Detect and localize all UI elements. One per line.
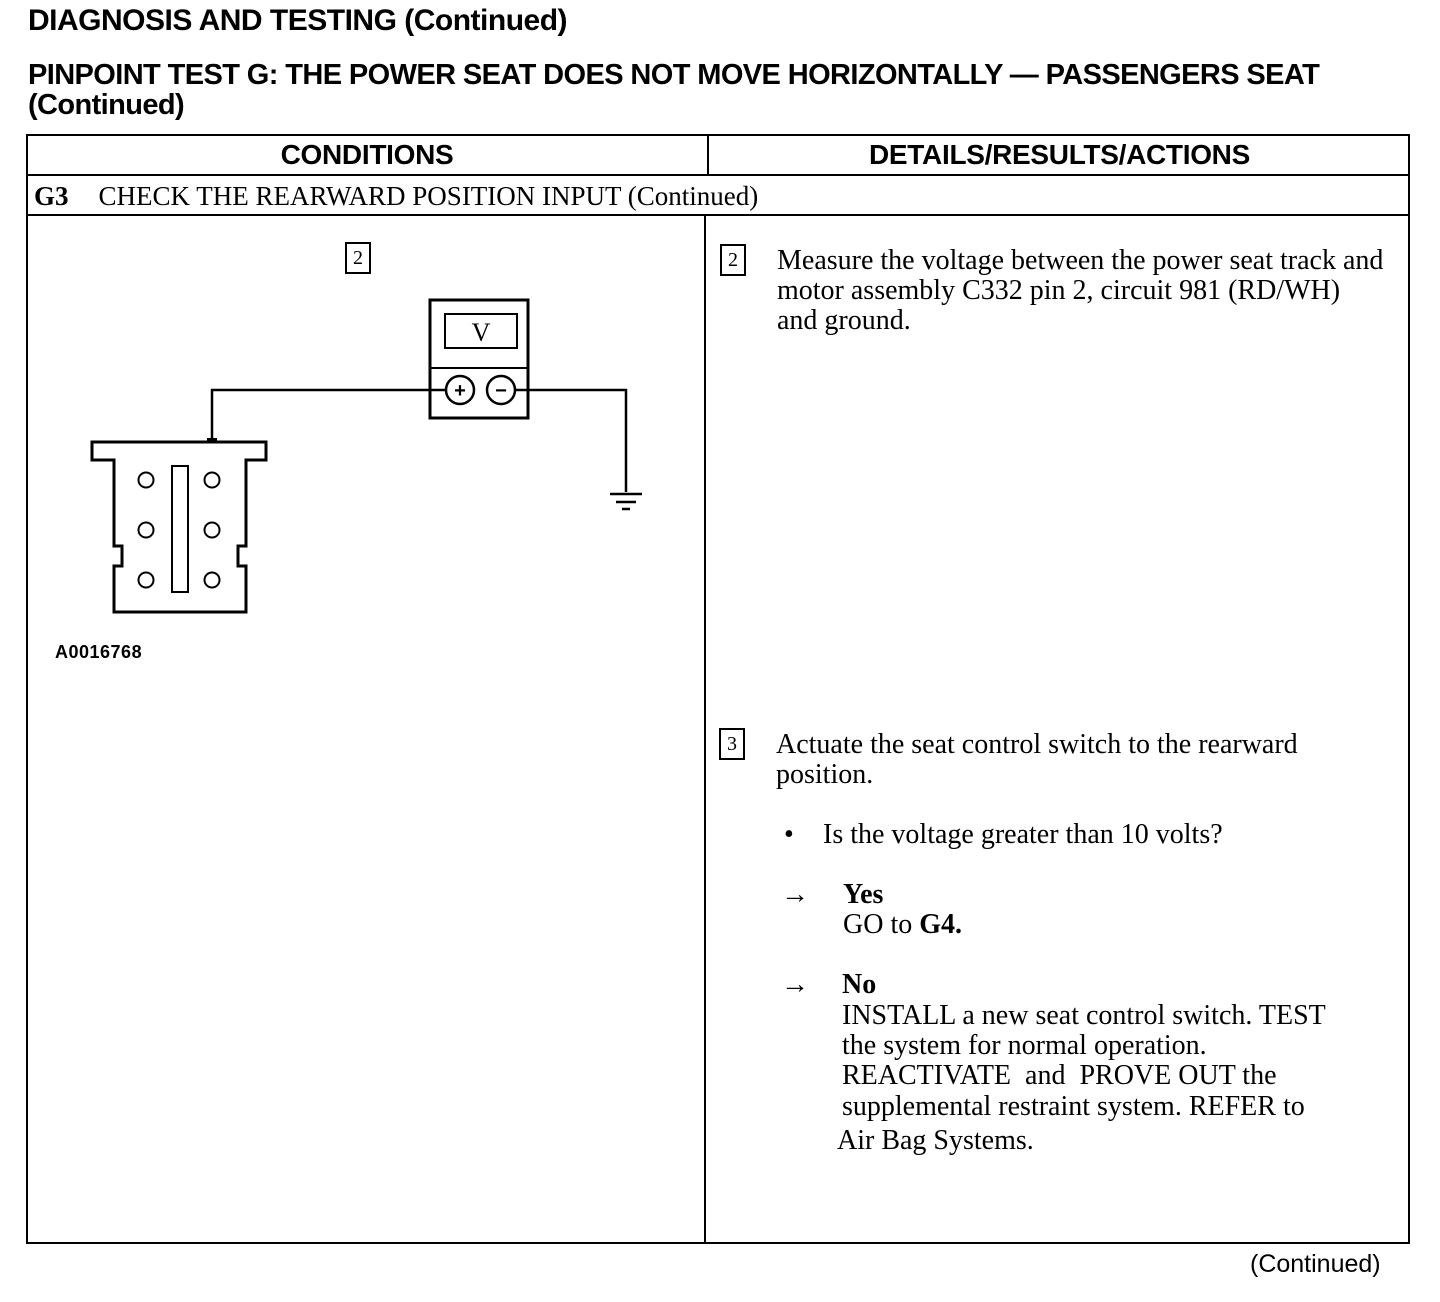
question-text: Is the voltage greater than 10 volts? <box>823 819 1223 850</box>
positive-terminal-label: + <box>454 380 466 402</box>
connector-pin-icon <box>137 571 155 589</box>
positive-lead <box>210 388 446 440</box>
step2-text: Measure the voltage between the power se… <box>777 245 1384 336</box>
step-title: CHECK THE REARWARD POSITION INPUT (Conti… <box>98 181 759 211</box>
header-rule <box>26 174 1410 176</box>
header-column-divider <box>707 134 709 176</box>
yes-arrow-icon: → <box>781 879 809 910</box>
yes-action: GO to G4. <box>843 910 962 940</box>
details-header: DETAILS/RESULTS/ACTIONS <box>869 139 1250 170</box>
connector-pin-icon <box>137 471 155 489</box>
step-id: G3 <box>34 181 69 211</box>
condition-step-box: 2 <box>345 242 371 274</box>
step-rule <box>26 214 1410 216</box>
no-action-line-5: Air Bag Systems. <box>837 1125 1034 1156</box>
no-action-line-1: INSTALL a new seat control switch. TEST <box>842 1000 1326 1031</box>
page-title: DIAGNOSIS AND TESTING (Continued) <box>28 4 568 37</box>
continued-footer: (Continued) <box>1250 1250 1381 1278</box>
conditions-header: CONDITIONS <box>280 139 454 170</box>
connector-pin-icon <box>203 571 221 589</box>
no-action-line-4: supplemental restraint system. REFER to <box>842 1091 1305 1122</box>
test-table <box>26 134 1410 1244</box>
voltmeter-connector-diagram: V + − <box>90 298 642 614</box>
no-label: No <box>842 969 877 1000</box>
yes-action-target: G4 <box>919 909 956 940</box>
no-action-line-2: the system for normal operation. <box>842 1030 1207 1061</box>
no-arrow-icon: → <box>781 969 809 1000</box>
pinpoint-test-title: PINPOINT TEST G: THE POWER SEAT DOES NOT… <box>28 59 1320 121</box>
question-bullet: • <box>784 819 794 850</box>
figure-code: A0016768 <box>55 642 143 662</box>
body-column-divider <box>704 214 706 1244</box>
ground-icon <box>610 492 642 511</box>
connector-pin-icon <box>203 521 221 539</box>
voltmeter-label: V <box>472 318 491 347</box>
connector-key-slot <box>171 465 189 593</box>
connector-pin-icon <box>137 521 155 539</box>
yes-action-suffix: . <box>955 909 963 940</box>
voltmeter-display <box>444 313 518 349</box>
step-heading: G3 CHECK THE REARWARD POSITION INPUT (Con… <box>34 178 758 214</box>
negative-terminal-label: − <box>495 380 507 402</box>
yes-action-prefix: GO to <box>843 909 920 940</box>
negative-lead <box>515 388 628 492</box>
step2-box: 2 <box>720 244 746 276</box>
yes-label: Yes <box>843 879 884 910</box>
no-action-line-3: REACTIVATE and PROVE OUT the <box>842 1060 1277 1091</box>
connector-pin-2-icon <box>203 471 221 489</box>
step3-box: 3 <box>719 728 745 760</box>
step3-text: Actuate the seat control switch to the r… <box>776 729 1298 790</box>
